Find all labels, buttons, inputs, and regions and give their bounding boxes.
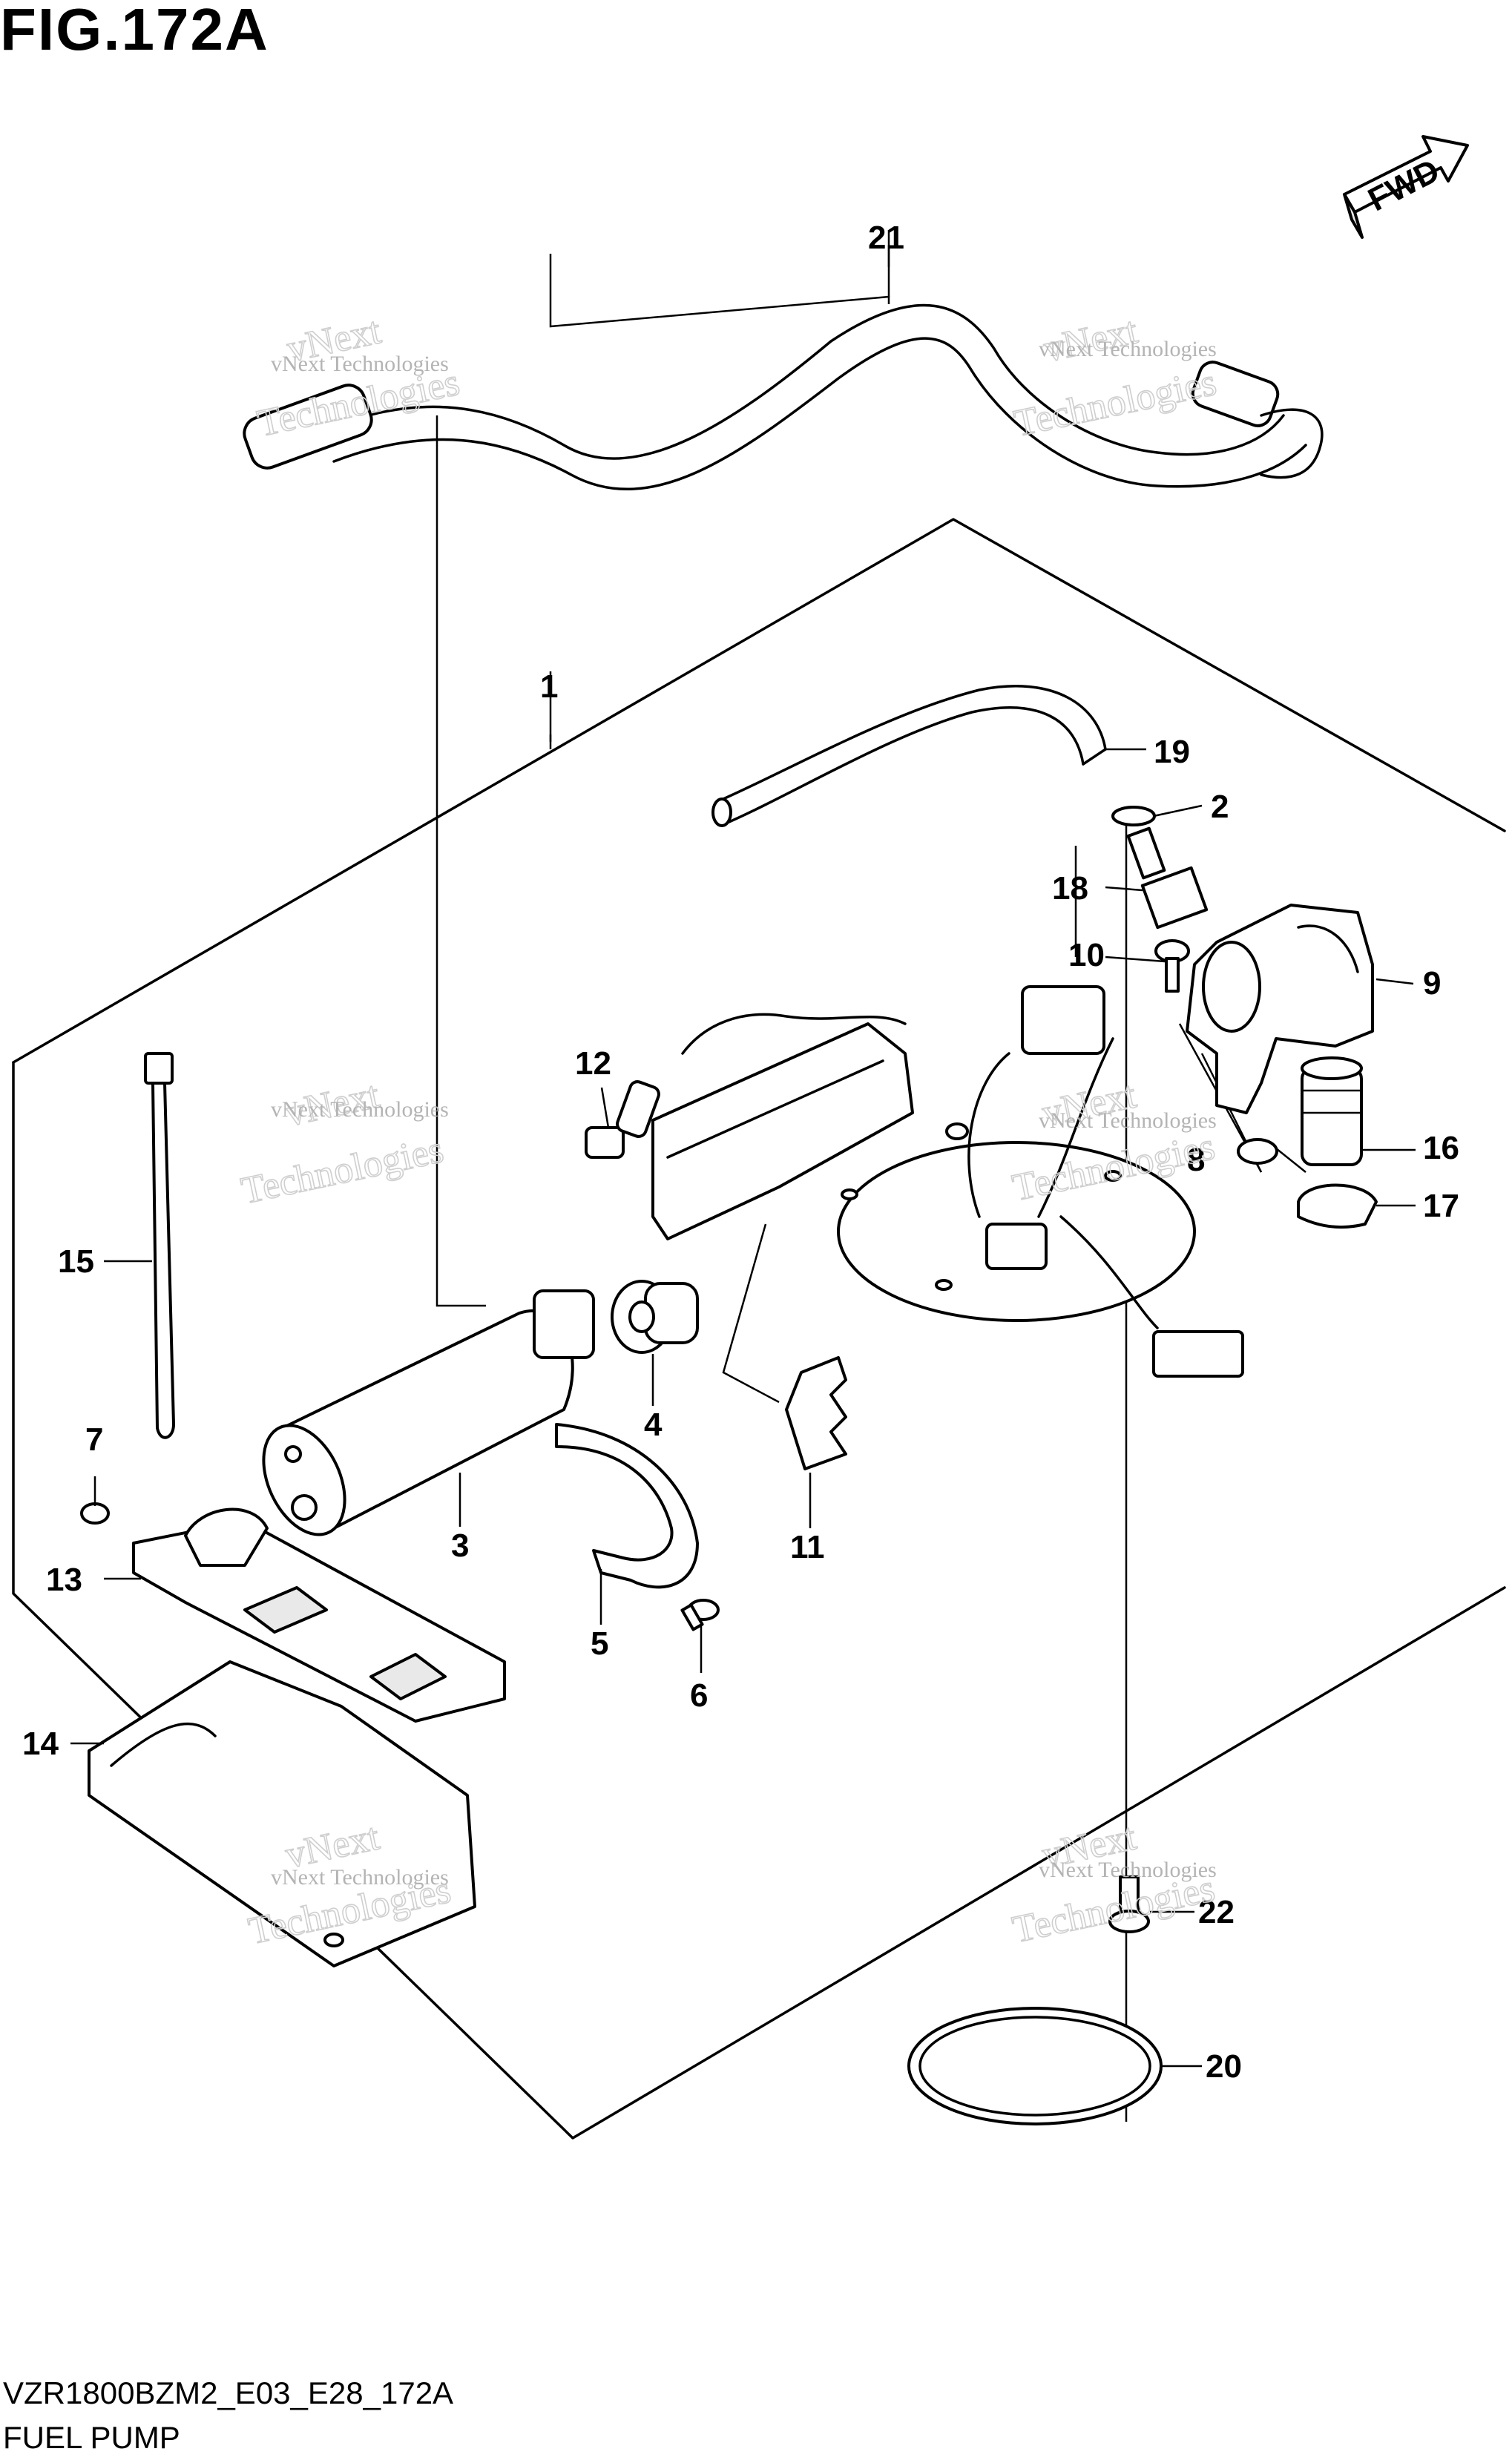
watermark-text: vNext Technologies <box>1039 1108 1217 1133</box>
callout-12: 12 <box>575 1045 611 1082</box>
fuel-pump-3 <box>262 1289 595 1536</box>
callout-leaders <box>70 245 1416 2068</box>
hose-connector-right <box>1191 361 1280 427</box>
callout-8: 8 <box>1187 1142 1205 1178</box>
connector-upper <box>1021 985 1105 1055</box>
figure-title: FIG.172A <box>0 0 269 62</box>
callout-22: 22 <box>1198 1894 1235 1930</box>
callout-10: 10 <box>1068 937 1105 973</box>
connector-lower <box>1152 1330 1244 1378</box>
watermark-text: vNext Technologies <box>1039 1858 1217 1882</box>
strainer-13 <box>132 1507 506 1723</box>
fwd-label: FWD <box>1362 152 1445 218</box>
callout-19: 19 <box>1154 734 1190 770</box>
callout-15: 15 <box>58 1243 94 1280</box>
washer-7 <box>80 1502 110 1525</box>
callout-18: 18 <box>1052 870 1088 907</box>
clamp-11 <box>785 1356 847 1470</box>
callout-4: 4 <box>644 1407 663 1443</box>
callout-17: 17 <box>1423 1188 1459 1224</box>
fuel-hose-21 <box>243 303 1324 490</box>
watermark-big-b: Technologies <box>1010 361 1220 445</box>
cap-4 <box>611 1280 699 1354</box>
callout-21: 21 <box>868 220 904 256</box>
callout-14: 14 <box>22 1726 59 1762</box>
callout-5: 5 <box>591 1625 608 1662</box>
callout-7: 7 <box>85 1421 103 1458</box>
pump-flange-assembly <box>651 985 1244 1378</box>
section-name: FUEL PUMP <box>3 2420 180 2455</box>
callout-20: 20 <box>1206 2048 1242 2085</box>
clip-2 <box>1111 806 1156 826</box>
watermark-text: vNext Technologies <box>271 352 449 376</box>
watermark-text: vNext Technologies <box>1039 337 1217 361</box>
callout-6: 6 <box>690 1677 708 1714</box>
fitting-16 <box>1301 1056 1363 1166</box>
callout-3: 3 <box>451 1528 469 1564</box>
fwd-arrow: FWD <box>1343 135 1469 239</box>
callout-13: 13 <box>46 1562 82 1598</box>
housing-9 <box>1186 904 1374 1114</box>
callout-11: 11 <box>790 1529 825 1565</box>
gasket-20 <box>907 2007 1163 2125</box>
hose-19-end <box>711 798 732 827</box>
watermark-text: vNext Technologies <box>271 1865 449 1890</box>
callout-2: 2 <box>1211 789 1229 825</box>
callout-9: 9 <box>1423 965 1441 1002</box>
cable-tie-15 <box>144 1052 175 1439</box>
hose-19 <box>711 685 1107 827</box>
retainer-17 <box>1297 1183 1378 1229</box>
screw-6 <box>680 1599 720 1631</box>
joint-18 <box>1126 826 1209 930</box>
callout-1: 1 <box>540 668 558 705</box>
hose-connector-left <box>243 384 373 470</box>
model-code: VZR1800BZM2_E03_E28_172A <box>3 2375 454 2410</box>
watermark-text: vNext Technologies <box>271 1097 449 1122</box>
callout-16: 16 <box>1423 1130 1459 1166</box>
o-ring-8 <box>1237 1138 1278 1165</box>
filter-12 <box>585 1080 660 1159</box>
bolt-22 <box>1108 1875 1150 1933</box>
cover-14 <box>88 1660 476 1967</box>
callouts: 21 1 19 2 18 10 9 12 8 16 17 15 4 7 11 3… <box>22 220 1459 2085</box>
watermark-big-b: Technologies <box>237 1128 447 1212</box>
screw-10 <box>1154 939 1190 993</box>
band-5 <box>555 1423 699 1589</box>
